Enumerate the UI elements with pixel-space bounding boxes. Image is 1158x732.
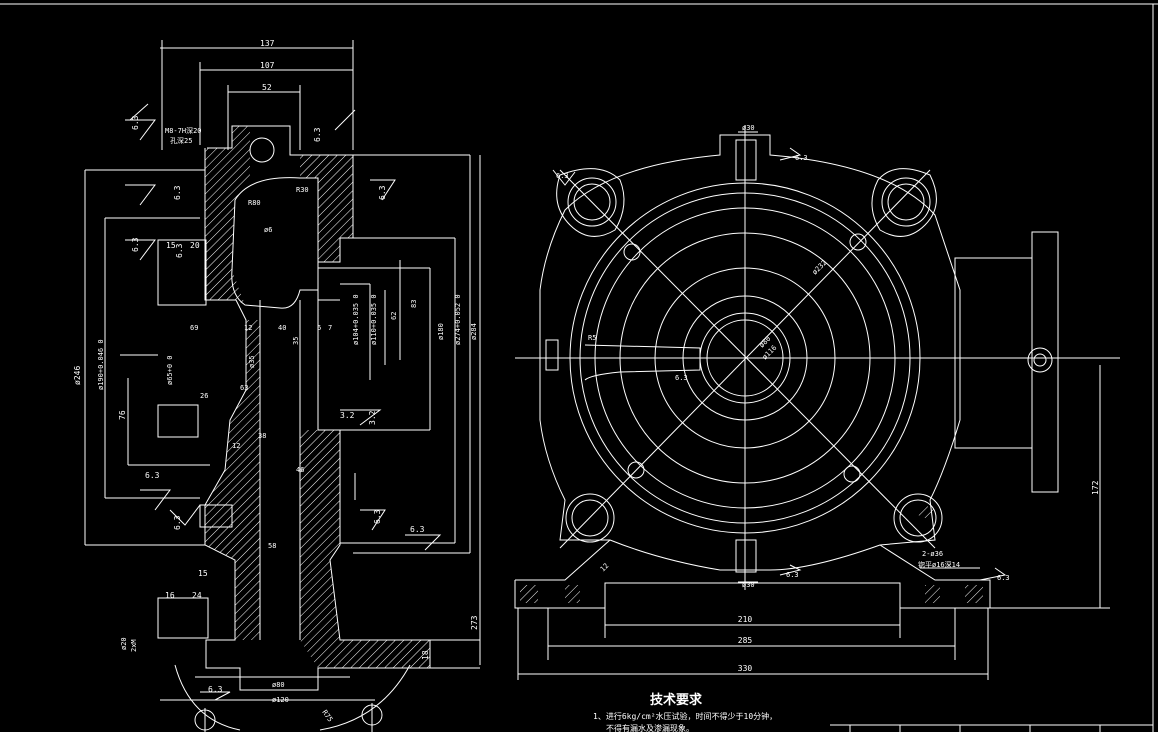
- side-section-view: [84, 40, 481, 732]
- roughness-2: 6.3: [173, 185, 182, 200]
- dim-63: 63: [240, 384, 248, 392]
- dia-104: ø104+0.035 0: [352, 294, 360, 345]
- hole-note-2: 锪平ø16深14: [918, 560, 960, 569]
- height-dim-172: 172: [1091, 480, 1100, 495]
- dim-26: 26: [200, 392, 208, 400]
- roughness-front-1: 6.3: [795, 154, 808, 162]
- side-view-text: 137 107 52 M8-7H深20 孔深25 6.3 6.3 6.3 6.3…: [73, 39, 479, 724]
- notes-line-2: 不得有漏水及渗漏现象。: [606, 723, 694, 732]
- technical-notes: 技术要求 1、进行6kg/cm²水压试验，时间不得少于10分钟， 不得有漏水及渗…: [593, 692, 777, 732]
- dim-273: 273: [470, 615, 479, 630]
- dim-24: 24: [192, 591, 202, 600]
- thread-label-1: M8-7H深20: [165, 126, 202, 135]
- thread-2xm: 2xM: [130, 639, 138, 652]
- roughness-7: 6.3: [173, 515, 182, 530]
- drawing-border: [0, 3, 1158, 732]
- roughness-front-4: 6.3: [556, 172, 569, 180]
- base-dim-210: 210: [738, 615, 753, 624]
- roughness-front-2: 6.3: [997, 574, 1010, 582]
- dim-12-front: 12: [599, 562, 611, 574]
- dim-35: 35: [292, 337, 300, 345]
- dia-284: ø284: [470, 323, 478, 340]
- dia-120: ø120: [272, 696, 289, 704]
- bolt-circle-dia: ø232: [811, 259, 829, 277]
- roughness-6: 6.3: [145, 471, 160, 480]
- dim-16: 16: [165, 591, 175, 600]
- dia-274: ø274+0.052 0: [454, 294, 462, 345]
- dim-62: 62: [390, 312, 398, 320]
- dim-46: 46: [296, 466, 304, 474]
- base-dim-285: 285: [738, 636, 753, 645]
- dia-180: ø180: [437, 323, 445, 340]
- radius-5: R5: [588, 334, 596, 342]
- top-hole-dia: ø30: [742, 124, 755, 132]
- roughness-5: 6.3: [378, 185, 387, 200]
- dim-7: 7: [328, 324, 332, 332]
- dim-12: 12: [244, 324, 252, 332]
- thread-label-2: 孔深25: [170, 136, 192, 145]
- dia-65: ø65+0 0: [166, 355, 174, 385]
- roughness-3: 6.3: [131, 237, 140, 252]
- hole-note-1: 2-ø36: [922, 550, 943, 558]
- dim-52: 52: [262, 83, 272, 92]
- dim-20: 20: [190, 241, 200, 250]
- dim-6: 6: [317, 324, 321, 332]
- roughness-1: 6.3: [131, 115, 140, 130]
- dim-58: 58: [268, 542, 276, 550]
- dim-83: 83: [410, 300, 418, 308]
- dia-6: ø6: [264, 226, 272, 234]
- roughness-front-5: 6.3: [675, 374, 688, 382]
- dim-18: 18: [421, 650, 430, 660]
- radius-30: R30: [296, 186, 309, 194]
- bottom-hole-dia: ø30: [742, 581, 755, 589]
- dim-107: 107: [260, 61, 275, 70]
- dim-15: 15: [166, 241, 176, 250]
- dim-69: 69: [190, 324, 198, 332]
- dia-190: ø190+0.046 0: [97, 339, 105, 390]
- roughness-front-3: 6.3: [786, 571, 799, 579]
- roughness-13: 6.3: [175, 243, 184, 258]
- dia-20: ø20: [120, 637, 128, 650]
- dia-35: ø35: [248, 355, 256, 368]
- dim-38: 38: [258, 432, 266, 440]
- radius-75: R75: [320, 709, 334, 724]
- roughness-11: 6.3: [208, 685, 223, 694]
- roughness-4: 6.3: [313, 127, 322, 142]
- dim-137: 137: [260, 39, 275, 48]
- roughness-9: 6.3: [373, 509, 382, 524]
- dim-15b: 15: [198, 569, 208, 578]
- section-hatching: [205, 126, 983, 668]
- dim-40: 40: [278, 324, 286, 332]
- roughness-8: 3.2: [340, 411, 355, 420]
- dia-110: ø110+0.035 0: [370, 294, 378, 345]
- notes-title: 技术要求: [650, 692, 703, 708]
- front-view-text: ø30 ø30 ø232 ø80 ø116 2-ø36 锪平ø16深14 210…: [556, 124, 1100, 673]
- dim-76: 76: [118, 410, 127, 420]
- dia-246: ø246: [73, 366, 82, 385]
- dia-80: ø80: [272, 681, 285, 689]
- dim-12b: 12: [232, 442, 240, 450]
- base-dim-330: 330: [738, 664, 753, 673]
- front-view: [514, 125, 1120, 680]
- radius-80: R80: [248, 199, 261, 207]
- notes-line-1: 1、进行6kg/cm²水压试验，时间不得少于10分钟，: [593, 711, 777, 721]
- roughness-10: 6.3: [410, 525, 425, 534]
- roughness-12: 3.2: [368, 410, 377, 425]
